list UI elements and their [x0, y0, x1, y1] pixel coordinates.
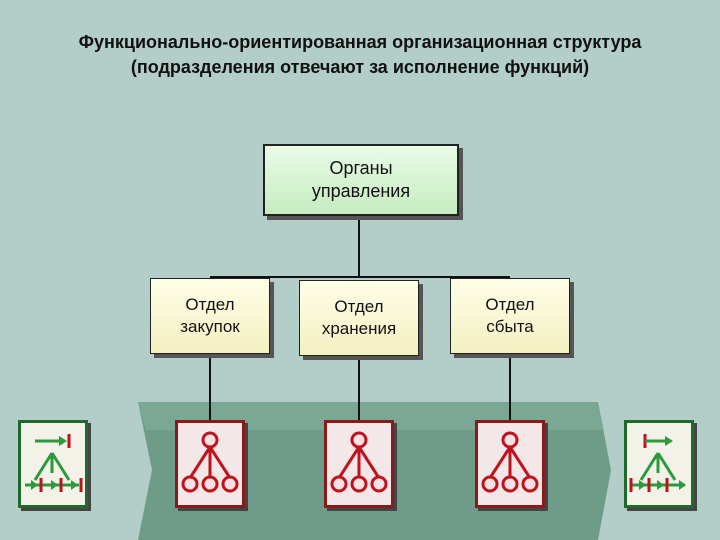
dept-box-storage: Отдел хранения	[299, 280, 419, 356]
diagram-title: Функционально-ориентированная организаци…	[0, 30, 720, 80]
org-hierarchy-red-icon	[475, 420, 545, 508]
process-flow-green-icon	[624, 420, 694, 508]
management-label-line-2: управления	[311, 181, 411, 201]
org-hierarchy-red-icon	[324, 420, 394, 508]
dept-label-line-1: Отдел	[334, 297, 384, 316]
dept-label-line-1: Отдел	[485, 295, 535, 314]
dept-label-line-2: сбыта	[486, 317, 534, 336]
dept-box-procurement: Отдел закупок	[150, 278, 270, 354]
management-label-line-1: Органы	[329, 158, 393, 178]
title-line-2: (подразделения отвечают за исполнение фу…	[130, 57, 590, 77]
management-box: Органы управления	[263, 144, 459, 216]
dept-label-line-1: Отдел	[185, 295, 235, 314]
dept-label-line-2: хранения	[321, 319, 397, 338]
dept-label-line-2: закупок	[180, 317, 240, 336]
process-flow-green-icon	[18, 420, 88, 508]
title-line-1: Функционально-ориентированная организаци…	[78, 32, 642, 52]
dept-box-sales: Отдел сбыта	[450, 278, 570, 354]
org-hierarchy-red-icon	[175, 420, 245, 508]
